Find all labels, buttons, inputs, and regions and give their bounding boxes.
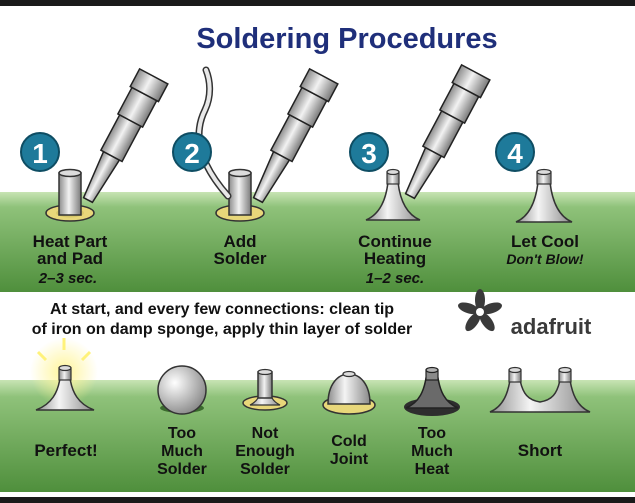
result-too-much-solder-line-3: Solder: [157, 461, 207, 478]
step-1-number: 1: [32, 138, 48, 169]
tip-band: [0, 292, 635, 380]
step-1-detail: 2–3 sec.: [38, 270, 97, 287]
result-too-much-heat-line-1: Too: [418, 425, 446, 442]
adafruit-star-logo: [458, 289, 502, 332]
step-3-label-line-2: Heating: [364, 249, 426, 268]
result-perfect-label: Perfect!: [34, 441, 97, 460]
step-4-detail: Don't Blow!: [506, 251, 584, 267]
result-short-label: Short: [518, 441, 563, 460]
result-short-illustration: [489, 366, 591, 413]
result-too-much-solder-line-2: Much: [161, 443, 203, 460]
step-3-illustration: [365, 63, 491, 221]
step-3-number: 3: [361, 138, 377, 169]
result-perfect-illustration: [30, 338, 98, 411]
step-4-label-line-1: Let Cool: [511, 232, 579, 251]
result-cold-joint-line-2: Joint: [330, 451, 369, 468]
step-1-illustration: [45, 67, 169, 222]
result-too-much-heat-line-2: Much: [411, 443, 453, 460]
top-border: [0, 0, 635, 6]
step-1-badge: 1: [20, 132, 60, 172]
tip-line-1: At start, and every few connections: cle…: [50, 301, 394, 318]
step-4-badge: 4: [495, 132, 535, 172]
step-1-label-line-2: and Pad: [37, 249, 103, 268]
result-not-enough-solder-line-3: Solder: [240, 461, 290, 478]
step-4-illustration: [515, 168, 573, 223]
step-4-number: 4: [507, 138, 523, 169]
result-cold-joint-illustration: [322, 370, 376, 415]
circuit-board-upper: [0, 192, 635, 292]
bottom-border: [0, 497, 635, 503]
page-title: Soldering Procedures: [196, 23, 497, 55]
step-2-illustration: [195, 66, 339, 222]
result-too-much-solder-line-1: Too: [168, 425, 196, 442]
result-too-much-solder-illustration: [157, 365, 207, 415]
result-not-enough-solder-line-1: Not: [252, 425, 279, 442]
step-2-label-line-1: Add: [223, 232, 256, 251]
step-2-label-line-2: Solder: [214, 249, 267, 268]
step-3-label-line-1: Continue: [358, 232, 432, 251]
step-2-badge: 2: [172, 132, 212, 172]
tip-line-2: of iron on damp sponge, apply thin layer…: [32, 321, 412, 338]
result-too-much-heat-illustration: [404, 366, 460, 416]
result-too-much-heat-line-3: Heat: [415, 461, 450, 478]
result-not-enough-solder-illustration: [242, 368, 288, 411]
result-cold-joint-line-1: Cold: [331, 433, 367, 450]
result-not-enough-solder-line-2: Enough: [235, 443, 295, 460]
step-3-detail: 1–2 sec.: [366, 270, 424, 287]
step-1-label-line-1: Heat Part: [33, 232, 108, 251]
circuit-board-lower: [0, 380, 635, 492]
step-2-number: 2: [184, 138, 200, 169]
brand-name: adafruit: [511, 314, 592, 339]
step-3-badge: 3: [349, 132, 389, 172]
